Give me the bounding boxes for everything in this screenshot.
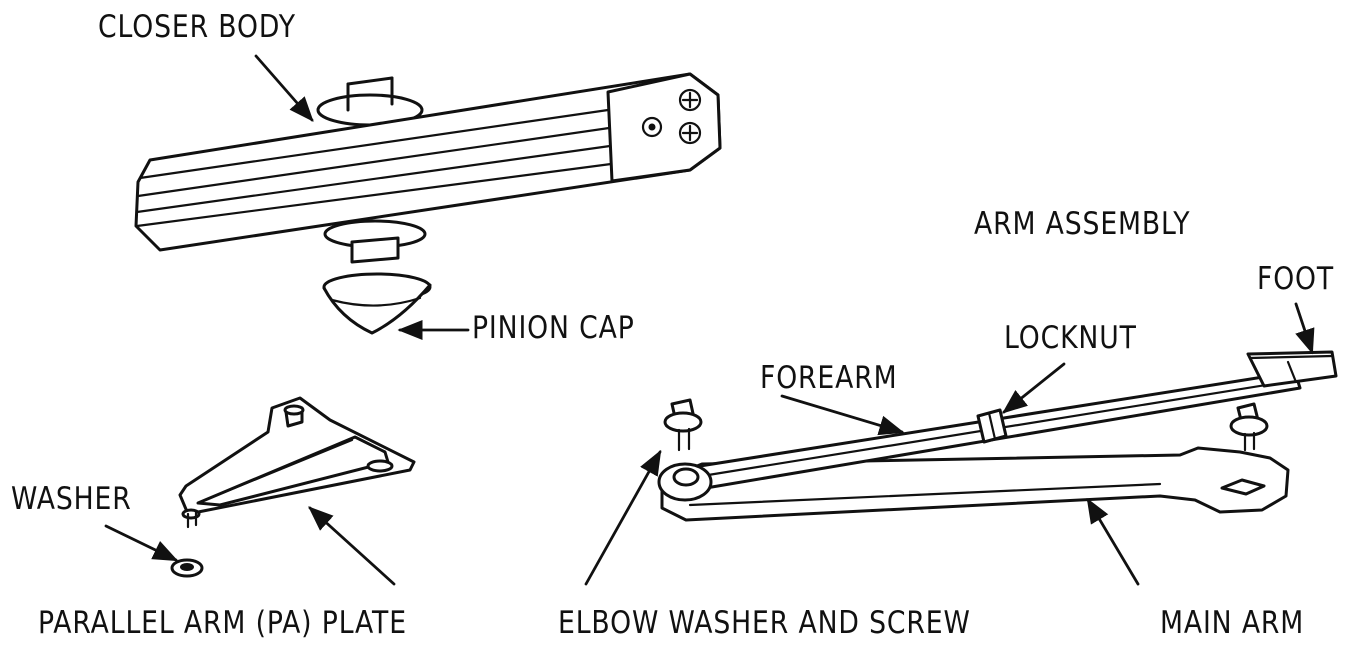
washer-label: WASHER bbox=[11, 481, 132, 517]
main-arm-leader bbox=[1086, 497, 1140, 586]
pa-plate-leader bbox=[308, 506, 396, 586]
arm-assembly-label: ARM ASSEMBLY bbox=[974, 206, 1191, 242]
main-arm-label: MAIN ARM bbox=[1160, 605, 1305, 641]
leader-lines bbox=[104, 54, 1315, 586]
foot-label: FOOT bbox=[1257, 261, 1335, 297]
elbow-screw-leader bbox=[584, 449, 662, 586]
locknut-leader bbox=[1002, 362, 1066, 414]
pa-plate-drawing bbox=[170, 396, 416, 578]
forearm-label: FOREARM bbox=[760, 360, 898, 396]
closer-body-drawing bbox=[134, 72, 722, 335]
closer-body-label: CLOSER BODY bbox=[98, 9, 296, 45]
closer-body-leader bbox=[254, 54, 314, 122]
forearm-leader bbox=[780, 394, 905, 436]
pa-plate-label: PARALLEL ARM (PA) PLATE bbox=[38, 605, 407, 641]
washer-leader bbox=[104, 524, 179, 562]
elbow-washer-screw-label: ELBOW WASHER AND SCREW bbox=[558, 605, 971, 641]
pinion-cap-label: PINION CAP bbox=[472, 310, 635, 346]
arm-assembly-drawing bbox=[657, 350, 1338, 522]
foot-leader bbox=[1294, 302, 1315, 355]
locknut-label: LOCKNUT bbox=[1004, 320, 1137, 356]
